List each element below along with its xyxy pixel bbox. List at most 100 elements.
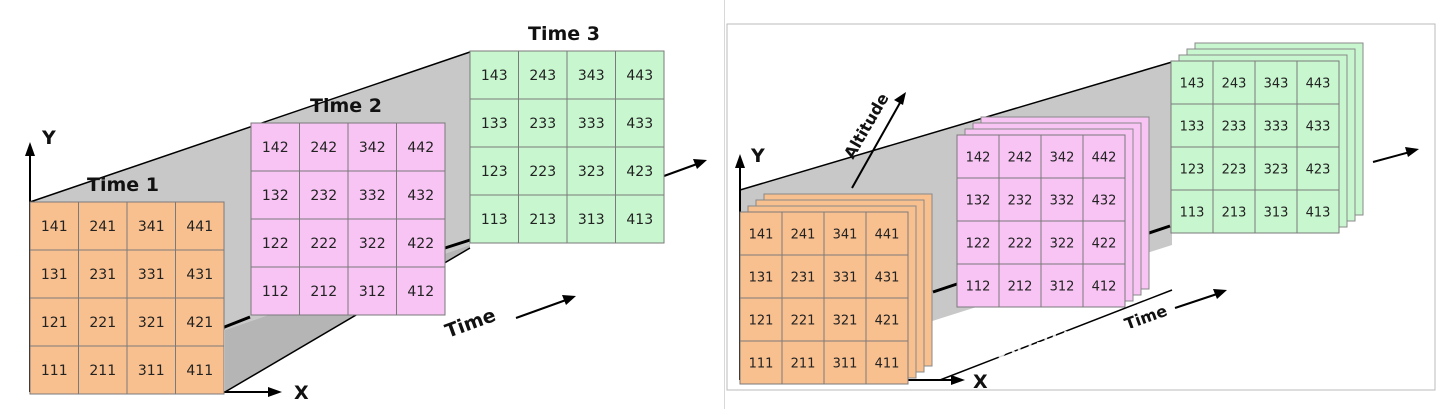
grid-cell-value: 443 xyxy=(626,68,653,84)
grid-cell xyxy=(29,345,79,395)
grid-cell xyxy=(396,218,446,268)
grid-cell-value: 111 xyxy=(749,357,774,372)
grid-cell xyxy=(739,340,783,385)
grid-cell-value: 213 xyxy=(529,212,556,228)
slab-edge xyxy=(739,61,1173,191)
grid-cell xyxy=(518,194,568,244)
grid-cell xyxy=(956,220,1000,265)
grid-cell-value: 221 xyxy=(791,314,816,329)
y-axis-arrowhead xyxy=(735,154,745,168)
grid-cell xyxy=(998,263,1042,308)
time-arrow-right xyxy=(1372,151,1411,163)
grid-cell xyxy=(518,98,568,148)
grid-cell-value: 432 xyxy=(1092,194,1117,209)
grid-cell-value: 342 xyxy=(1050,151,1075,166)
grid-cell xyxy=(250,218,300,268)
grid-cell xyxy=(347,122,397,172)
grid-cell xyxy=(1254,189,1298,234)
time-arrow xyxy=(1174,293,1218,309)
grid-cell-value: 223 xyxy=(1222,163,1247,178)
grid-cell-value: 413 xyxy=(1306,206,1331,221)
grid-cell-value: 343 xyxy=(1264,77,1289,92)
grid-cell-value: 411 xyxy=(875,357,900,372)
grid-cell-value: 421 xyxy=(186,315,213,331)
grid-cell xyxy=(1254,146,1298,191)
grid-cell-value: 122 xyxy=(966,237,991,252)
grid-cell-value: 442 xyxy=(407,140,434,156)
grid-title-time-1: Time 1 xyxy=(87,174,159,196)
grid-cell-value: 231 xyxy=(89,267,116,283)
grid-cell xyxy=(469,146,519,196)
grid-cell-value: 342 xyxy=(359,140,386,156)
grid-cell-value: 233 xyxy=(529,116,556,132)
time-arrow xyxy=(515,299,567,319)
x-axis-arrowhead xyxy=(951,375,965,385)
grid-cell-value: 113 xyxy=(481,212,508,228)
grid-cell-value: 132 xyxy=(966,194,991,209)
time-link-1 xyxy=(932,282,958,294)
grid-cell-value: 332 xyxy=(359,188,386,204)
grid-cell-value: 423 xyxy=(1306,163,1331,178)
grid-cell-value: 121 xyxy=(749,314,774,329)
grid-cell xyxy=(1082,134,1126,179)
grid-cell-value: 223 xyxy=(529,164,556,180)
grid-cell-value: 121 xyxy=(41,315,68,331)
grid-cell xyxy=(865,211,909,256)
grid-cell-value: 243 xyxy=(529,68,556,84)
grid-cell-value: 322 xyxy=(1050,237,1075,252)
grid-cell-value: 311 xyxy=(138,363,165,379)
grid-cell xyxy=(175,297,225,347)
grid-cell xyxy=(396,170,446,220)
grid-cell-value: 413 xyxy=(626,212,653,228)
grid-cell-value: 222 xyxy=(310,236,337,252)
grid-cell xyxy=(347,170,397,220)
grid-cell xyxy=(615,50,665,100)
grid-cell xyxy=(175,249,225,299)
grid-cell xyxy=(347,266,397,316)
grid-cell-value: 323 xyxy=(1264,163,1289,178)
grid-cell-value: 312 xyxy=(359,284,386,300)
grid-cell xyxy=(823,340,867,385)
grid-cell-value: 313 xyxy=(578,212,605,228)
grid-cell xyxy=(615,98,665,148)
grid-cell-value: 332 xyxy=(1050,194,1075,209)
x-axis-label: X xyxy=(973,371,988,393)
grid-cell-value: 143 xyxy=(481,68,508,84)
grid-cell xyxy=(518,146,568,196)
grid-cell xyxy=(78,249,128,299)
grid-cell xyxy=(1296,189,1340,234)
grid-cell-value: 141 xyxy=(41,219,68,235)
grid-cell-value: 441 xyxy=(875,228,900,243)
grid-cell-value: 221 xyxy=(89,315,116,331)
grid-cell xyxy=(78,201,128,251)
grid-cell xyxy=(998,220,1042,265)
grid-cell xyxy=(250,266,300,316)
grid-cell xyxy=(566,50,616,100)
grid-cell xyxy=(1040,263,1084,308)
time-arrow-right-arrowhead xyxy=(693,159,707,169)
grid-cell xyxy=(998,177,1042,222)
time-arrow-arrowhead xyxy=(1213,289,1227,299)
grid-cell xyxy=(1212,189,1256,234)
y-axis-arrowhead xyxy=(25,142,35,156)
grid-cell-value: 321 xyxy=(138,315,165,331)
grid-cell-value: 333 xyxy=(578,116,605,132)
grid-cell xyxy=(781,254,825,299)
grid-cell-value: 241 xyxy=(791,228,816,243)
grid-cell xyxy=(865,297,909,342)
grid-cell xyxy=(615,194,665,244)
grid-cell-value: 212 xyxy=(1008,280,1033,295)
panel-divider xyxy=(724,0,725,409)
grid-cell xyxy=(781,340,825,385)
grid-cell-value: 323 xyxy=(578,164,605,180)
grid-cell-value: 412 xyxy=(407,284,434,300)
grid-cell-value: 331 xyxy=(138,267,165,283)
grid-cell-value: 313 xyxy=(1264,206,1289,221)
